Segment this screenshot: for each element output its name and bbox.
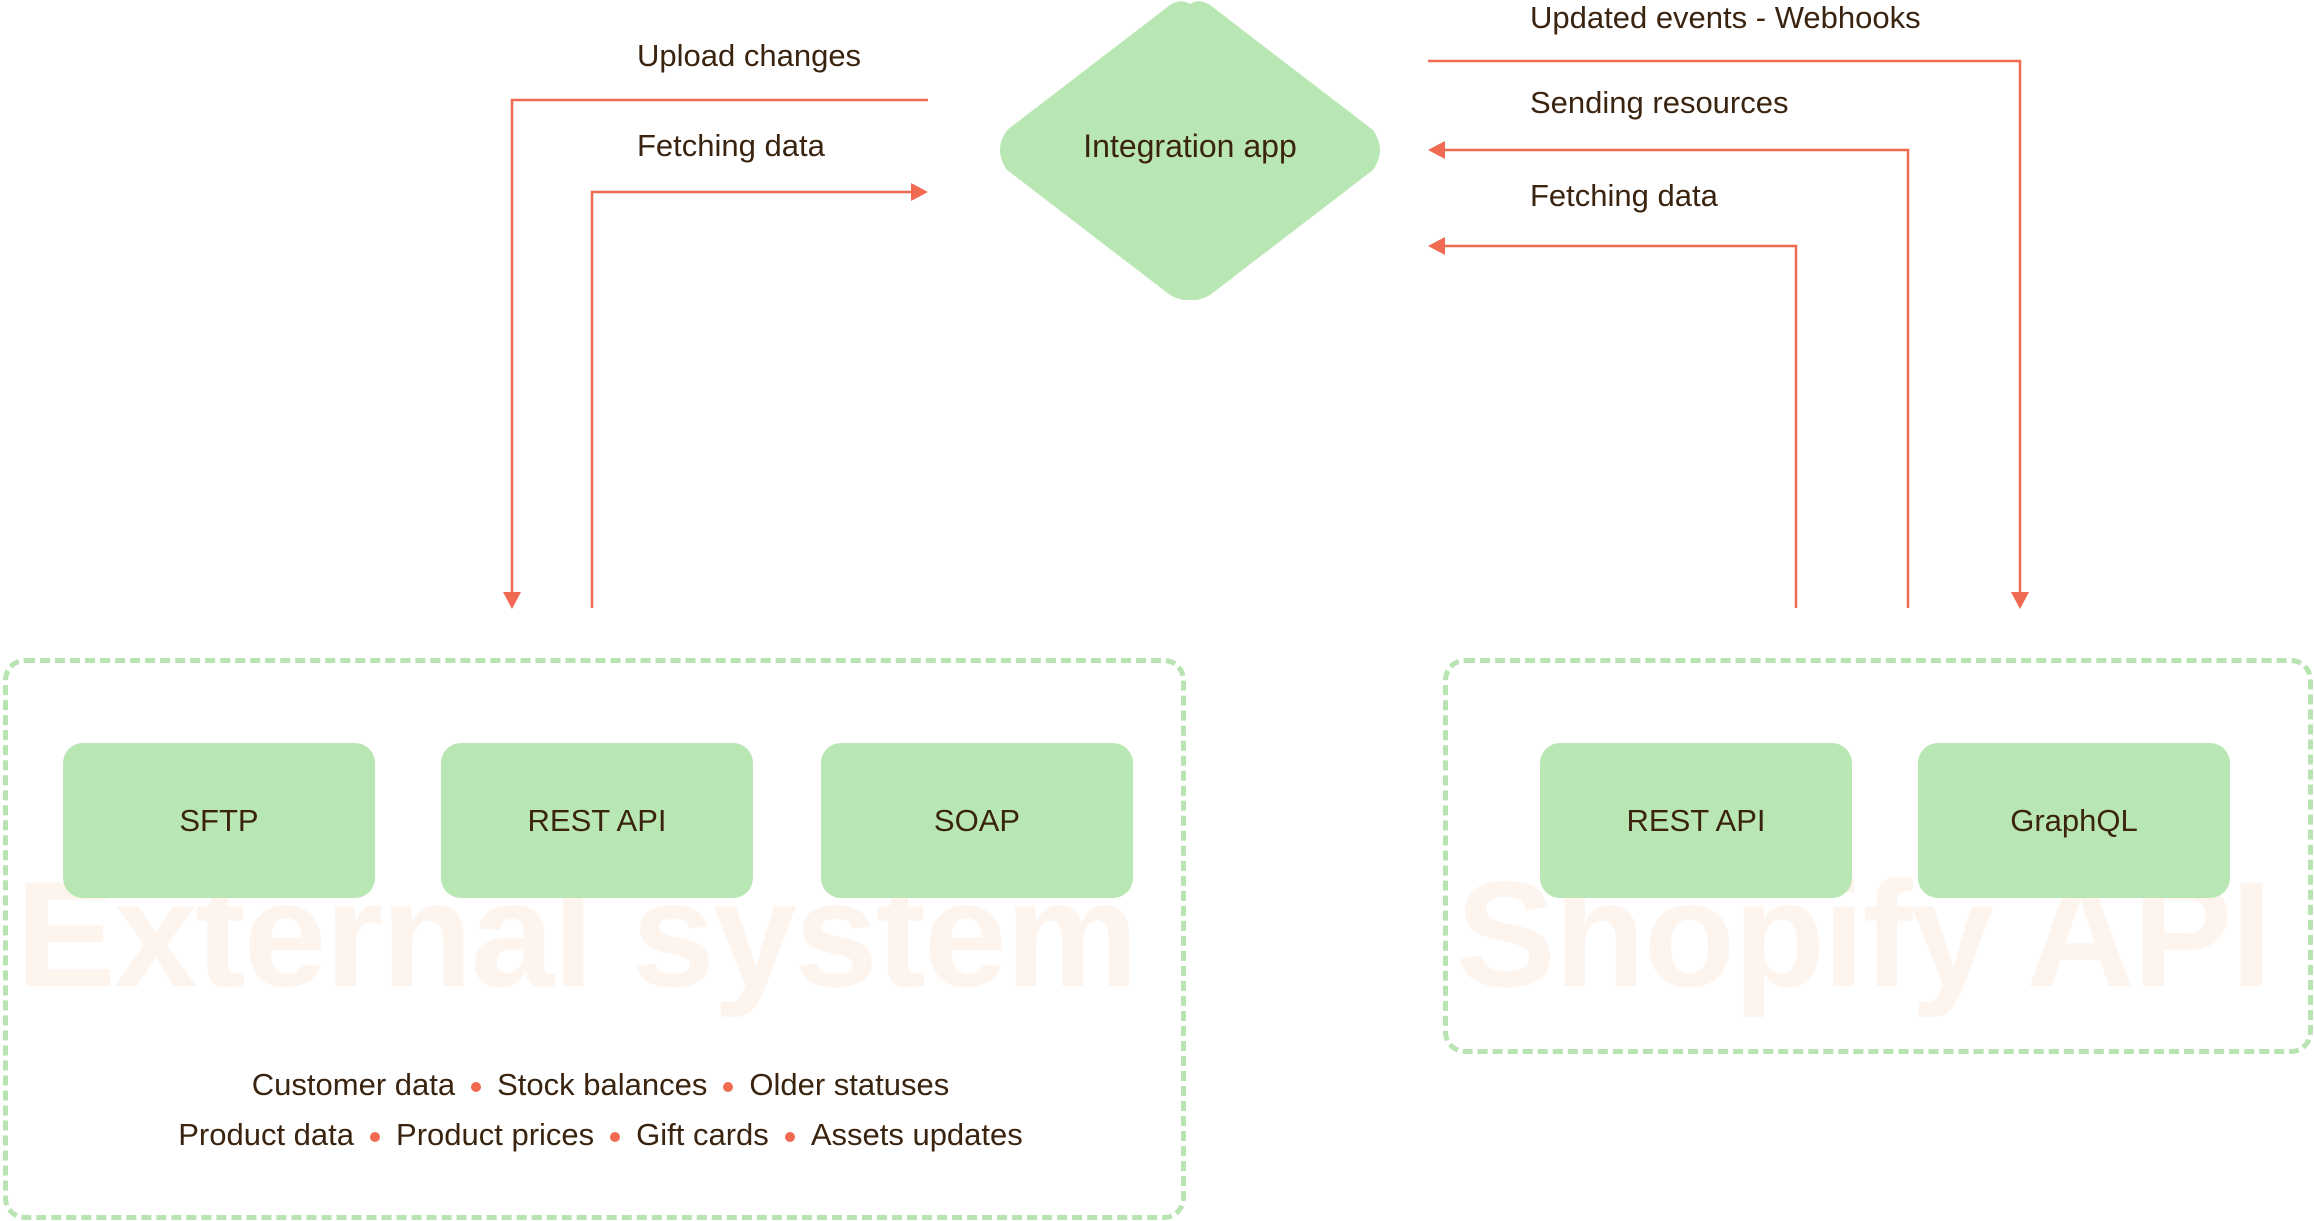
diamond-shape <box>1000 1 1380 300</box>
integration-app-label: Integration app <box>1083 128 1297 164</box>
flow-label-fetching-data-right: Fetching data <box>1530 178 1718 213</box>
bullet-dot-icon <box>370 1131 381 1142</box>
connector-sending-resources <box>1444 148 1910 608</box>
data-item-gift-cards: Gift cards <box>636 1117 769 1152</box>
data-item-product-data: Product data <box>178 1117 355 1152</box>
external-node-soap: SOAP <box>821 743 1133 898</box>
shopify-node-graphql: GraphQL <box>1918 743 2230 898</box>
bullet-dot-icon <box>471 1081 482 1092</box>
connector-updated-events <box>1428 59 2022 592</box>
data-item-product-prices: Product prices <box>396 1117 595 1152</box>
connector-fetching-data-left <box>590 190 912 608</box>
shopify-node-rest-api: REST API <box>1540 743 1852 898</box>
bullet-dot-icon <box>610 1131 621 1142</box>
flow-label-sending-resources: Sending resources <box>1530 85 1789 120</box>
integration-app-node: Integration app <box>993 0 1387 300</box>
arrowhead-down-external <box>503 592 521 609</box>
flow-label-fetching-data-left: Fetching data <box>637 128 825 163</box>
arrowhead-down-shopify <box>2011 592 2029 609</box>
arrowhead-left-fetching <box>1428 237 1445 255</box>
external-system-group: External system SFTP REST API SOAP Custo… <box>3 658 1186 1220</box>
data-row-1: Customer data Stock balances Older statuse… <box>8 1060 1181 1110</box>
flow-label-updated-events-webhooks: Updated events - Webhooks <box>1530 0 1921 35</box>
data-item-stock-balances: Stock balances <box>497 1067 708 1102</box>
external-node-sftp: SFTP <box>63 743 375 898</box>
shopify-api-group: Shopify API REST API GraphQL <box>1443 658 2313 1054</box>
external-node-rest-api: REST API <box>441 743 753 898</box>
flow-label-upload-changes: Upload changes <box>637 38 862 73</box>
data-item-older-statuses: Older statuses <box>749 1067 950 1102</box>
connector-upload-changes <box>510 98 928 592</box>
arrowhead-left-sending <box>1428 141 1445 159</box>
data-row-2: Product data Product prices Gift cards Asse… <box>8 1110 1181 1160</box>
data-item-customer-data: Customer data <box>251 1067 456 1102</box>
external-data-list: Customer data Stock balances Older statuse… <box>8 1060 1181 1160</box>
data-item-assets-updates: Assets updates <box>810 1117 1023 1152</box>
connector-fetching-data-right <box>1444 244 1798 608</box>
bullet-dot-icon <box>723 1081 734 1092</box>
arrowhead-right-integration <box>911 183 928 201</box>
bullet-dot-icon <box>784 1131 795 1142</box>
